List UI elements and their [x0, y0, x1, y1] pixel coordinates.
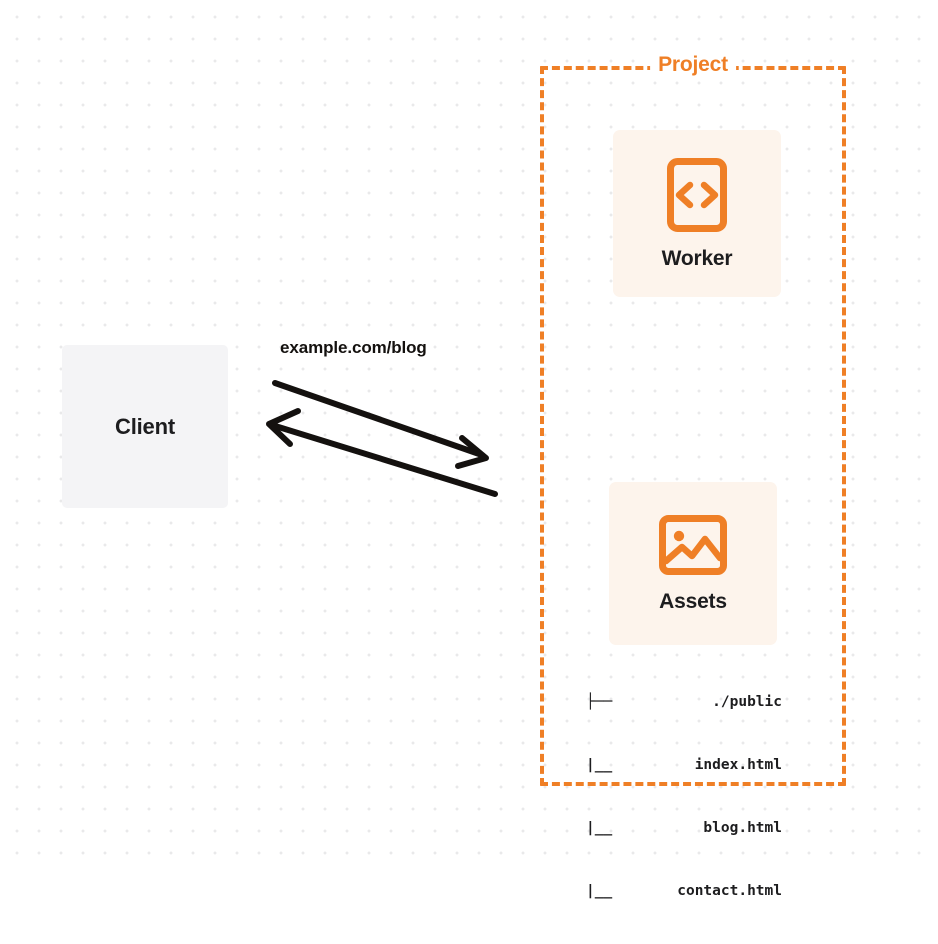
file-tree-name: blog.html [703, 820, 782, 836]
file-tree-row: |__ contact.html [586, 881, 782, 902]
file-tree-row: |__ blog.html [586, 818, 782, 839]
request-response-arrows [266, 380, 498, 497]
file-tree-name: contact.html [677, 883, 782, 899]
file-tree-branch: |__ [586, 883, 613, 899]
file-tree-row: ├── ./public [586, 692, 782, 713]
request-arrow [272, 380, 489, 469]
code-brackets-icon [666, 157, 728, 233]
assets-file-tree: ├── ./public |__ index.html |__ blog.htm… [586, 650, 782, 944]
image-picture-icon [658, 514, 728, 576]
diagram-canvas: Client example.com/blog Project Worker [62, 53, 846, 899]
response-arrow [266, 408, 498, 497]
file-tree-branch: ├── [586, 694, 613, 710]
file-tree-name: ./public [712, 694, 782, 710]
assets-node[interactable]: Assets [609, 482, 777, 645]
project-group-title: Project [650, 53, 736, 77]
file-tree-name: index.html [694, 757, 782, 773]
file-tree-branch: |__ [586, 757, 613, 773]
worker-node[interactable]: Worker [613, 130, 781, 297]
project-group-container[interactable]: Project [540, 53, 846, 786]
connection-url-label: example.com/blog [280, 338, 427, 357]
worker-node-label: Worker [661, 246, 733, 270]
client-node-label: Client [115, 413, 175, 439]
file-tree-row: |__ index.html [586, 755, 782, 776]
assets-node-label: Assets [659, 589, 727, 613]
file-tree-branch: |__ [586, 820, 613, 836]
client-node[interactable]: Client [62, 345, 228, 508]
